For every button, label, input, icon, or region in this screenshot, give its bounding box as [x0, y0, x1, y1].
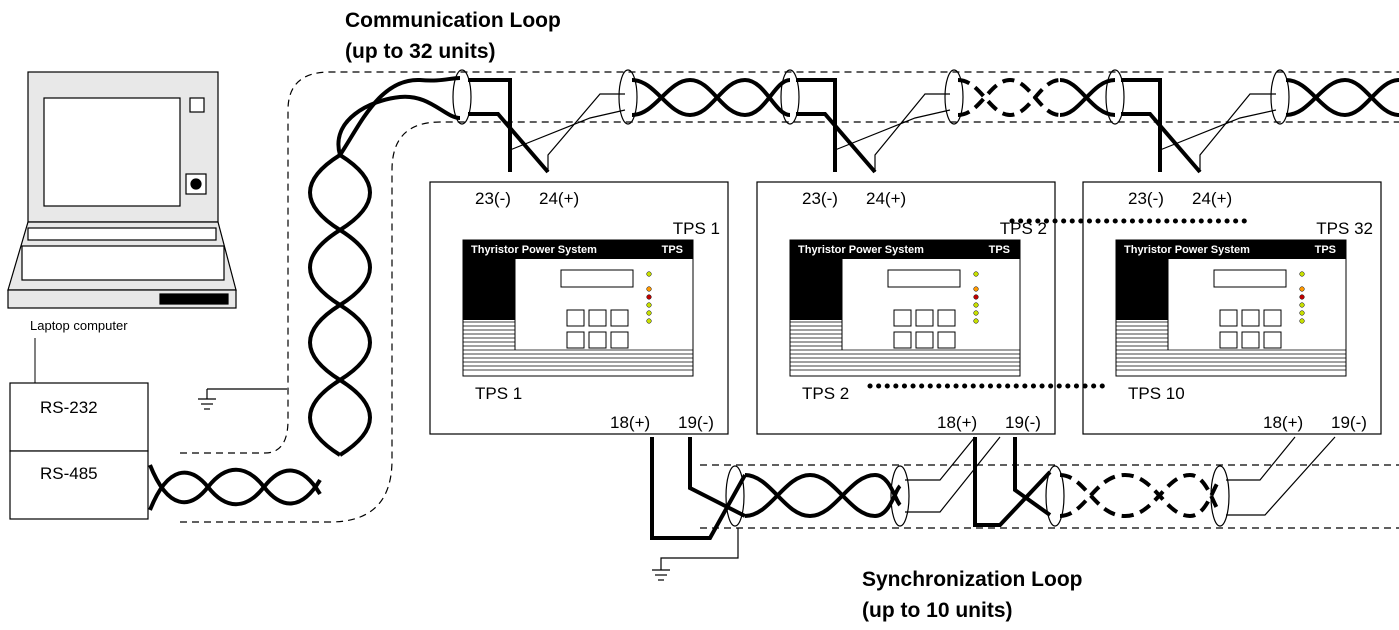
comm-loop-subtitle: (up to 32 units)	[345, 40, 496, 63]
keypad-key[interactable]	[1219, 309, 1238, 327]
keypad-key[interactable]	[566, 331, 585, 349]
keypad-key[interactable]	[1263, 309, 1282, 327]
panel-tag: TPS	[662, 244, 683, 256]
keypad-key[interactable]	[1241, 331, 1260, 349]
status-led	[1299, 318, 1305, 324]
panel-name: Thyristor Power System	[1124, 244, 1250, 256]
converter-box	[9, 382, 149, 520]
panel-tag: TPS	[1315, 244, 1336, 256]
keypad-key[interactable]	[588, 331, 607, 349]
status-led	[973, 318, 979, 324]
terminal-24-label: 24(+)	[539, 189, 579, 208]
terminal-23-label: 23(-)	[1128, 189, 1164, 208]
terminal-24-label: 24(+)	[866, 189, 906, 208]
terminal-18-label: 18(+)	[610, 413, 650, 432]
keypad-key[interactable]	[610, 309, 629, 327]
front-panel: Thyristor Power System TPS	[1115, 239, 1347, 377]
keypad-key[interactable]	[893, 309, 912, 327]
display-window	[1213, 269, 1287, 288]
status-led	[973, 302, 979, 308]
status-led	[973, 294, 979, 300]
ground-symbol-sync	[652, 528, 739, 581]
keypad-key[interactable]	[610, 331, 629, 349]
keypad-key[interactable]	[1241, 309, 1260, 327]
laptop-label: Laptop computer	[30, 318, 128, 333]
terminal-19-label: 19(-)	[678, 413, 714, 432]
comm-loop-title: Communication Loop	[345, 9, 561, 32]
terminal-19-label: 19(-)	[1005, 413, 1041, 432]
status-led	[1299, 310, 1305, 316]
terminal-19-label: 19(-)	[1331, 413, 1367, 432]
tps-units: 23(-) 24(+) TPS 1 TPS 1 18(+) 19(-) Thyristor …	[429, 181, 1382, 435]
status-led	[646, 294, 652, 300]
status-led	[646, 302, 652, 308]
status-led	[646, 318, 652, 324]
display-window	[887, 269, 961, 288]
terminal-18-label: 18(+)	[937, 413, 977, 432]
panel-tag: TPS	[989, 244, 1010, 256]
comm-twisted-pair	[148, 76, 461, 511]
panel-name: Thyristor Power System	[471, 244, 597, 256]
tps-unit-2: 23(-) 24(+) TPS 2 TPS 2 18(+) 19(-) Thyristor …	[756, 181, 1056, 435]
status-led	[973, 286, 979, 292]
keypad-key[interactable]	[937, 331, 956, 349]
keypad-key[interactable]	[588, 309, 607, 327]
comm-unit-id: TPS 1	[673, 219, 720, 238]
status-led	[646, 271, 652, 277]
status-led	[973, 310, 979, 316]
tps-unit-3: 23(-) 24(+) TPS 32 TPS 10 18(+) 19(-) Thyristo…	[1082, 181, 1382, 435]
sync-unit-id: TPS 1	[475, 384, 522, 403]
keypad-key[interactable]	[566, 309, 585, 327]
rs232-label: RS-232	[40, 398, 98, 417]
comm-cable-segments	[452, 69, 1399, 174]
keypad-key[interactable]	[915, 309, 934, 327]
ground-symbol-comm	[198, 388, 287, 410]
status-led	[646, 310, 652, 316]
keypad-key[interactable]	[937, 309, 956, 327]
sync-loop-subtitle: (up to 10 units)	[862, 599, 1013, 622]
keypad-key[interactable]	[1263, 331, 1282, 349]
sync-cable	[650, 436, 1399, 540]
terminal-24-label: 24(+)	[1192, 189, 1232, 208]
status-led	[1299, 286, 1305, 292]
terminal-23-label: 23(-)	[475, 189, 511, 208]
front-panel: Thyristor Power System TPS	[789, 239, 1021, 377]
keypad-key[interactable]	[893, 331, 912, 349]
status-led	[973, 271, 979, 277]
sync-loop-title: Synchronization Loop	[862, 568, 1083, 591]
status-led	[646, 286, 652, 292]
sync-unit-id: TPS 2	[802, 384, 849, 403]
laptop-icon	[7, 71, 237, 309]
status-led	[1299, 271, 1305, 277]
keypad-key[interactable]	[915, 331, 934, 349]
comm-unit-id: TPS 2	[1000, 219, 1047, 238]
status-led	[1299, 294, 1305, 300]
sync-unit-id: TPS 10	[1128, 384, 1185, 403]
rs485-label: RS-485	[40, 464, 98, 483]
front-panel: Thyristor Power System TPS	[462, 239, 694, 377]
keypad-key[interactable]	[1219, 331, 1238, 349]
panel-name: Thyristor Power System	[798, 244, 924, 256]
tps-unit-1: 23(-) 24(+) TPS 1 TPS 1 18(+) 19(-) Thyristor …	[429, 181, 729, 435]
display-window	[560, 269, 634, 288]
terminal-23-label: 23(-)	[802, 189, 838, 208]
status-led	[1299, 302, 1305, 308]
comm-unit-id: TPS 32	[1316, 219, 1373, 238]
terminal-18-label: 18(+)	[1263, 413, 1303, 432]
